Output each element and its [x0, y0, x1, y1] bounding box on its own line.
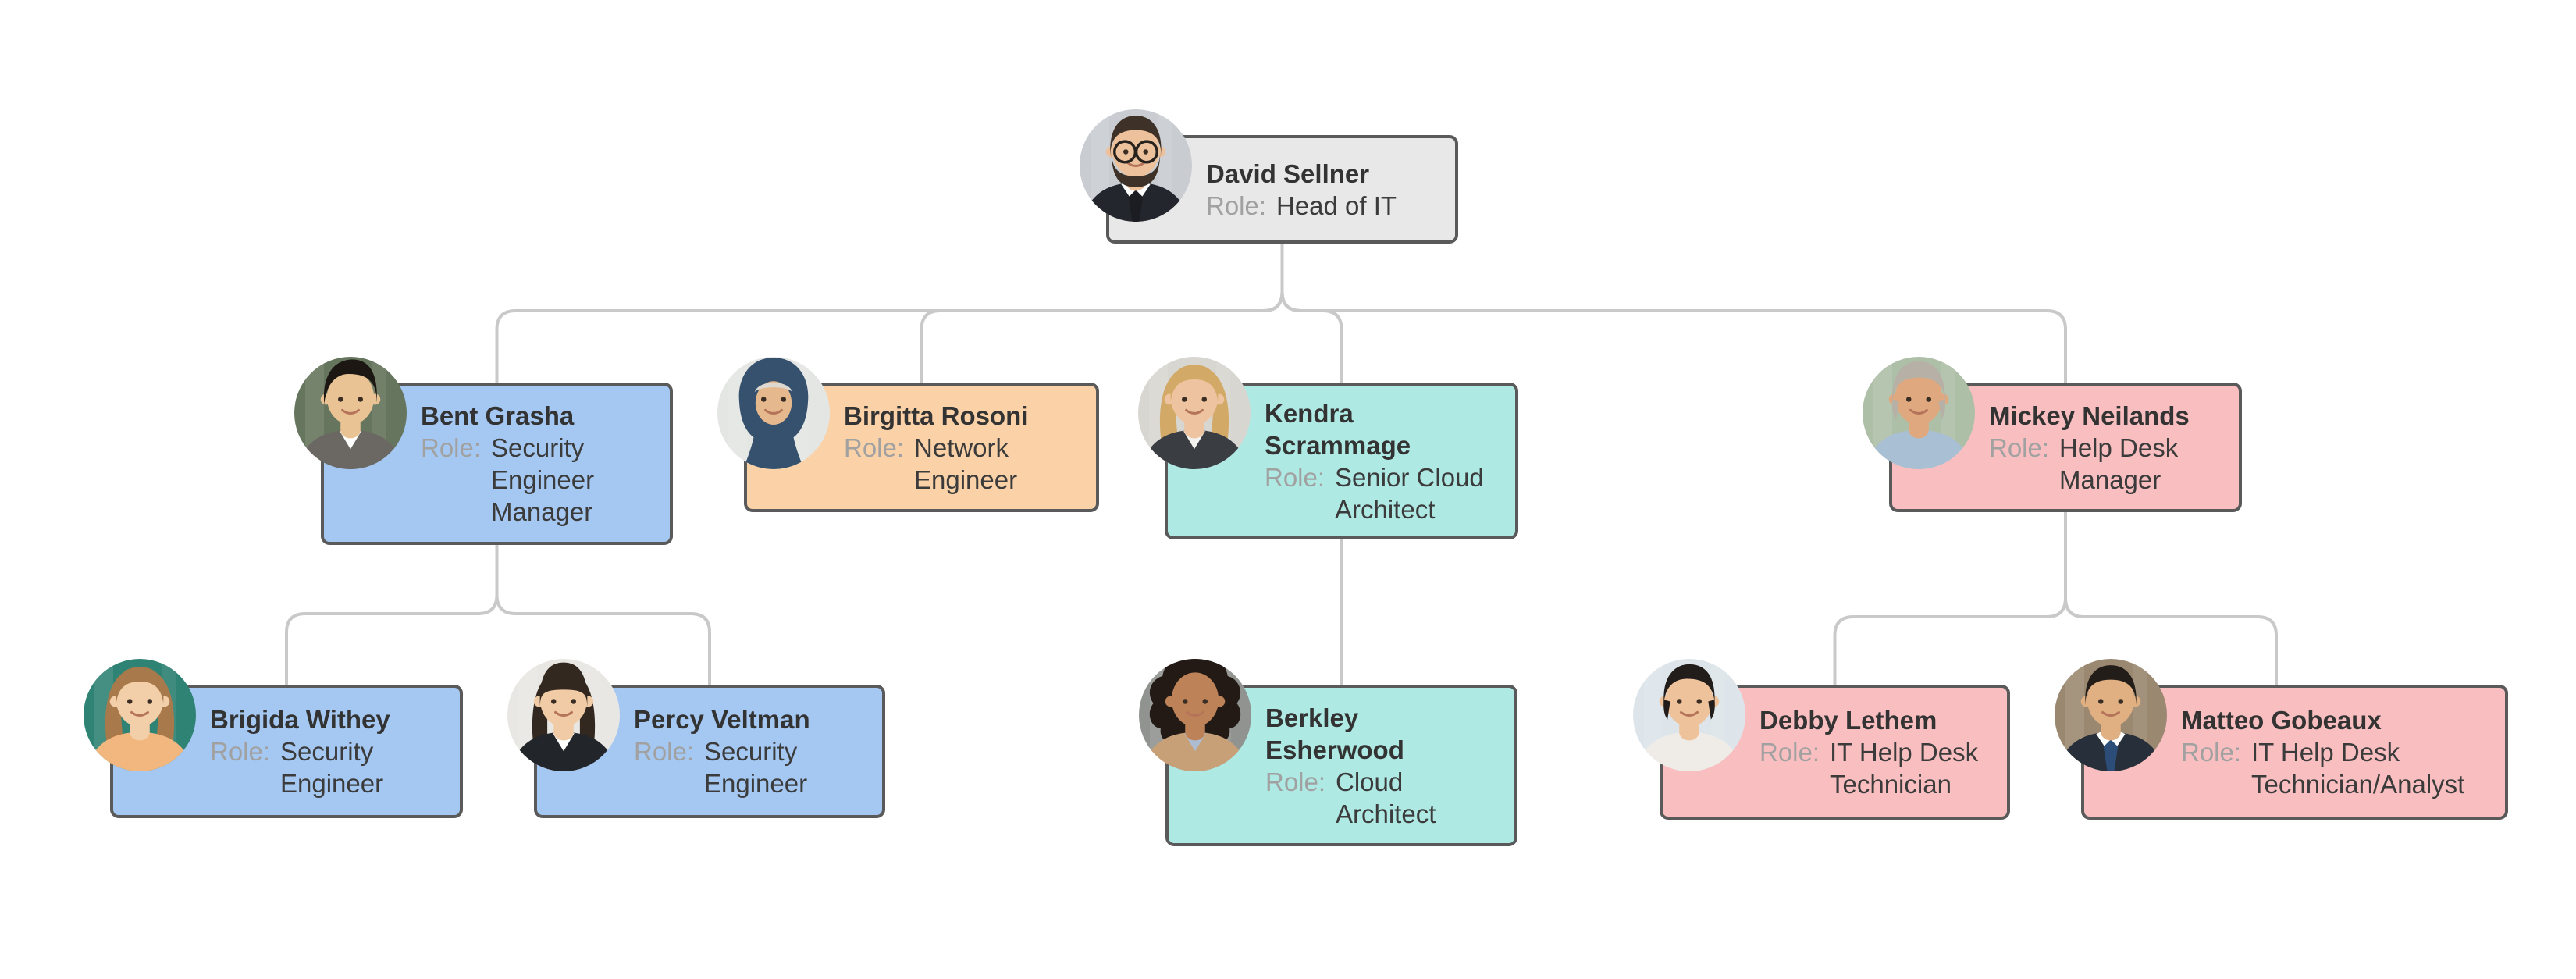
- role-label: Role:: [634, 737, 695, 766]
- person-name: Mickey Neilands: [1989, 400, 2190, 430]
- person-card-matteo-gobeaux[interactable]: Matteo Gobeaux Role: IT Help Desk Techni…: [2055, 659, 2508, 820]
- person-avatar-mickey-neilands: [1863, 357, 1975, 469]
- role-label: Role:: [210, 737, 271, 766]
- person-card-text: David Sellner Role: Head of IT: [1109, 158, 1455, 222]
- person-role: Role: Security Engineer: [634, 735, 871, 799]
- person-role: Role: Network Engineer: [844, 432, 1085, 496]
- person-avatar-david-sellner: [1080, 109, 1192, 222]
- person-name: Percy Veltman: [634, 705, 810, 734]
- role-value: Security Engineer: [280, 737, 384, 798]
- person-card-text: Brigida Withey Role: Security Engineer: [113, 703, 460, 799]
- role-label: Role:: [1265, 767, 1326, 796]
- role-value: IT Help Desk Technician/Analyst: [2251, 738, 2465, 799]
- person-card-birgitta-rosoni[interactable]: Birgitta Rosoni Role: Network Engineer: [717, 357, 1099, 512]
- role-label: Role:: [1759, 738, 1820, 767]
- person-role: Role: IT Help Desk Technician/Analyst: [2181, 736, 2494, 800]
- person-role: Role: Security Engineer: [210, 735, 449, 799]
- role-value: Head of IT: [1276, 190, 1397, 220]
- person-avatar-matteo-gobeaux: [2055, 659, 2167, 771]
- person-card-text: Birgitta Rosoni Role: Network Engineer: [747, 400, 1096, 496]
- person-name: Brigida Withey: [210, 705, 390, 734]
- role-label: Role:: [1265, 462, 1325, 492]
- person-name: David Sellner: [1206, 158, 1370, 188]
- person-role: Role: Security Engineer Manager: [421, 432, 659, 528]
- role-value: IT Help Desk Technician: [1830, 738, 1979, 799]
- role-value: Network Engineer: [914, 433, 1018, 494]
- role-label: Role:: [2181, 738, 2242, 767]
- person-avatar-berkley-esherwood: [1139, 659, 1251, 771]
- role-label: Role:: [1989, 433, 2050, 462]
- person-role: Role: Cloud Architect: [1265, 766, 1503, 830]
- person-role: Role: Senior Cloud Architect: [1265, 461, 1504, 525]
- role-label: Role:: [844, 433, 905, 462]
- role-label: Role:: [1206, 190, 1267, 220]
- person-name: Berkley Esherwood: [1265, 703, 1404, 764]
- person-name: Kendra Scrammage: [1265, 398, 1411, 460]
- person-name: Bent Grasha: [421, 401, 575, 430]
- person-role: Role: Help Desk Manager: [1989, 432, 2228, 496]
- person-avatar-bent-grasha: [294, 357, 407, 469]
- person-name: Debby Lethem: [1759, 706, 1937, 735]
- person-role: Role: Head of IT: [1206, 190, 1444, 222]
- person-card-text: Matteo Gobeaux Role: IT Help Desk Techni…: [2084, 704, 2505, 800]
- person-avatar-birgitta-rosoni: [717, 357, 830, 469]
- role-label: Role:: [421, 433, 482, 462]
- person-card-text: Kendra Scrammage Role: Senior Cloud Arch…: [1168, 397, 1515, 525]
- role-value: Help Desk Manager: [2059, 433, 2179, 494]
- person-name: Birgitta Rosoni: [844, 400, 1029, 430]
- person-card-kendra-scrammage[interactable]: Kendra Scrammage Role: Senior Cloud Arch…: [1138, 357, 1518, 539]
- person-card-mickey-neilands[interactable]: Mickey Neilands Role: Help Desk Manager: [1863, 357, 2242, 512]
- person-card-text: Percy Veltman Role: Security Engineer: [537, 703, 882, 799]
- person-card-brigida-withey[interactable]: Brigida Withey Role: Security Engineer: [84, 659, 463, 818]
- person-card-percy-veltman[interactable]: Percy Veltman Role: Security Engineer: [507, 659, 885, 818]
- role-value: Cloud Architect: [1336, 767, 1436, 828]
- person-avatar-percy-veltman: [507, 659, 620, 771]
- person-card-david-sellner[interactable]: David Sellner Role: Head of IT: [1080, 109, 1458, 244]
- person-avatar-brigida-withey: [84, 659, 196, 771]
- person-card-text: Mickey Neilands Role: Help Desk Manager: [1892, 400, 2239, 496]
- person-card-text: Berkley Esherwood Role: Cloud Architect: [1169, 702, 1514, 830]
- person-name: Matteo Gobeaux: [2181, 706, 2382, 735]
- role-value: Senior Cloud Architect: [1335, 462, 1484, 524]
- person-card-text: Debby Lethem Role: IT Help Desk Technici…: [1663, 704, 2007, 800]
- person-role: Role: IT Help Desk Technician: [1759, 736, 1996, 800]
- person-card-bent-grasha[interactable]: Bent Grasha Role: Security Engineer Mana…: [294, 357, 673, 545]
- person-card-debby-lethem[interactable]: Debby Lethem Role: IT Help Desk Technici…: [1633, 659, 2010, 820]
- person-avatar-debby-lethem: [1633, 659, 1745, 771]
- role-value: Security Engineer: [704, 737, 808, 798]
- person-avatar-kendra-scrammage: [1138, 357, 1251, 469]
- person-card-berkley-esherwood[interactable]: Berkley Esherwood Role: Cloud Architect: [1139, 659, 1517, 846]
- role-value: Security Engineer Manager: [491, 433, 595, 526]
- person-card-text: Bent Grasha Role: Security Engineer Mana…: [324, 400, 670, 528]
